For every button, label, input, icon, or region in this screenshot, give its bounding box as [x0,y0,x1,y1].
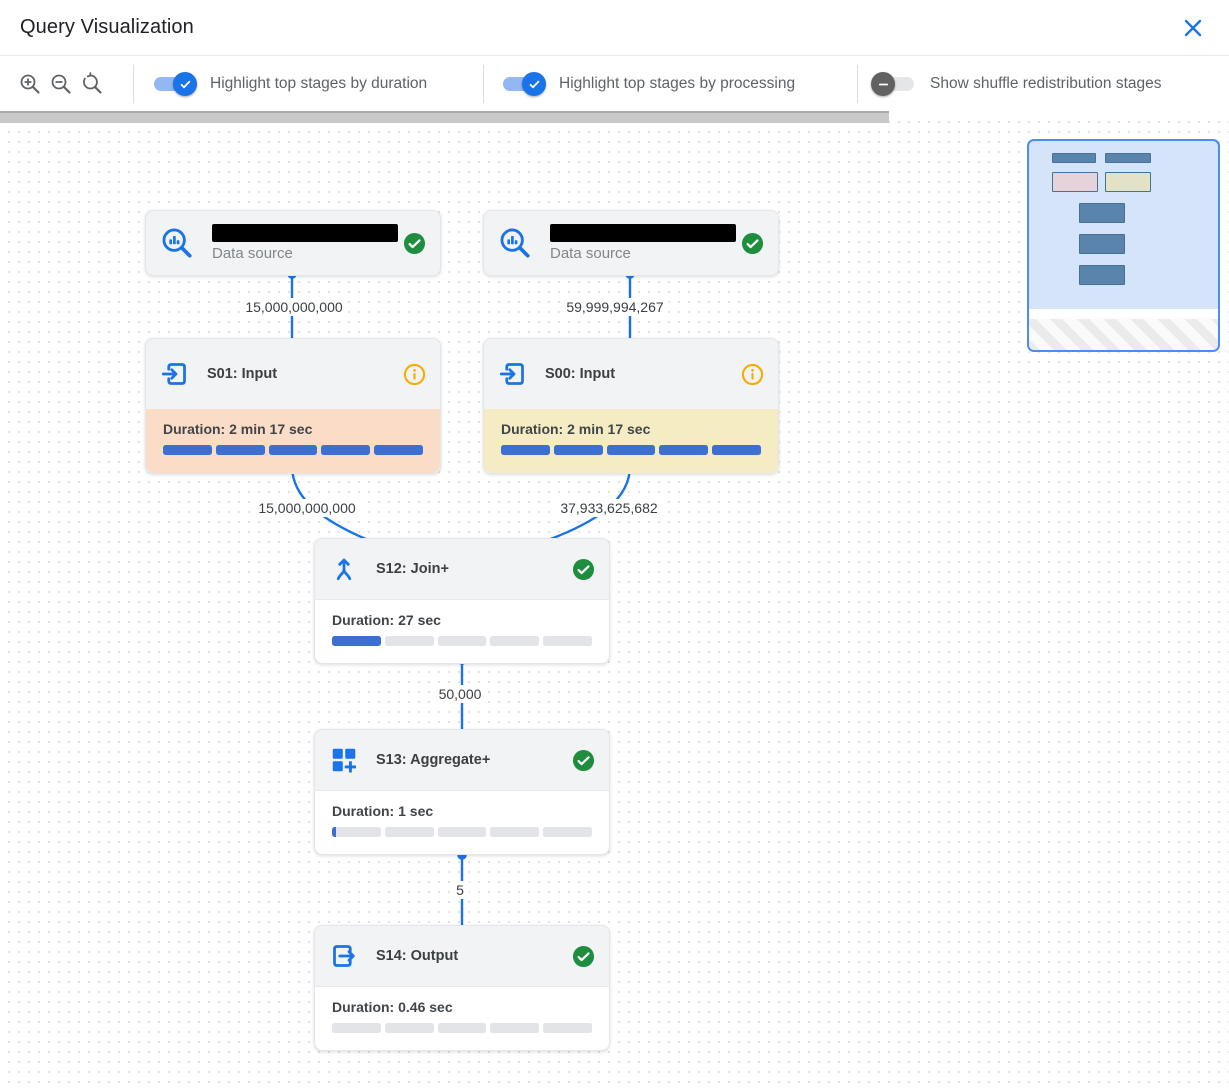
toggle-thumb [871,72,895,96]
minimap[interactable] [1027,139,1220,352]
output-icon [329,941,359,971]
minimap-node [1052,153,1096,163]
stage-duration-section: Duration: 1 sec [315,790,609,854]
datasource-node-1[interactable]: Data source [145,210,441,276]
stage-title: S13: Aggregate+ [376,752,491,768]
stage-duration-section: Duration: 0.46 sec [315,986,609,1050]
toggle-group-shuffle: Show shuffle redistribution stages [871,57,1162,111]
edge-row-count: 59,999,994,267 [561,298,669,316]
toolbar-divider [857,65,858,103]
check-icon [572,558,595,581]
toolbar-divider [483,65,484,103]
toggle-group-processing: Highlight top stages by processing [500,57,795,111]
stage-title: S14: Output [376,948,459,964]
minimap-node [1079,265,1125,285]
stage-node-s13[interactable]: S13: Aggregate+ Duration: 1 sec [314,729,610,855]
toggle-thumb [522,72,546,96]
info-icon[interactable] [741,363,764,386]
datasource-label: Data source [212,245,293,262]
edge-row-count: 15,000,000,000 [240,298,348,316]
minimap-node [1079,203,1125,223]
toggle-thumb [173,72,197,96]
toggle-label: Highlight top stages by duration [210,75,428,92]
check-icon [403,232,426,255]
stage-title: S12: Join+ [376,561,449,577]
stage-duration-section: Duration: 2 min 17 sec [484,409,778,473]
progress-bar [332,636,592,646]
stage-duration-section: Duration: 2 min 17 sec [146,409,440,473]
check-icon [572,749,595,772]
edge-row-count: 15,000,000,000 [253,499,361,517]
redacted-table-name [212,224,398,242]
duration-label: Duration: 27 sec [332,612,441,628]
toggle-highlight-duration[interactable] [151,71,197,97]
edge-row-count: 37,933,625,682 [555,499,663,517]
datasource-search-icon [160,226,194,260]
stage-node-s01[interactable]: S01: Input Duration: 2 min 17 sec [145,338,441,474]
horizontal-scrollbar[interactable] [0,111,889,123]
stage-duration-section: Duration: 27 sec [315,599,609,663]
toolbar-divider [133,65,134,103]
check-icon [741,232,764,255]
redacted-table-name [550,224,736,242]
minimap-node-highlight-duration [1052,172,1098,192]
toggle-highlight-processing[interactable] [500,71,546,97]
duration-label: Duration: 1 sec [332,803,434,819]
duration-label: Duration: 0.46 sec [332,999,453,1015]
progress-bar [163,445,423,455]
minimap-node-highlight-processing [1105,172,1151,192]
progress-bar [332,1023,592,1033]
input-icon [498,359,528,389]
duration-label: Duration: 2 min 17 sec [163,421,313,437]
minimap-node [1105,153,1151,163]
check-icon [572,945,595,968]
graph-canvas[interactable]: 15,000,000,000 59,999,994,267 15,000,000… [0,113,1229,1090]
stage-title: S01: Input [207,366,278,382]
page-title: Query Visualization [20,16,194,38]
zoom-reset-button[interactable] [80,72,104,96]
minimap-node [1079,234,1125,254]
panel-header: Query Visualization [0,0,1229,56]
input-icon [160,359,190,389]
stage-node-s00[interactable]: S00: Input Duration: 2 min 17 sec [483,338,779,474]
stage-node-s12[interactable]: S12: Join+ Duration: 27 sec [314,538,610,664]
datasource-label: Data source [550,245,631,262]
toggle-label: Highlight top stages by processing [559,75,796,92]
toggle-label: Show shuffle redistribution stages [930,75,1162,92]
minimap-gap [1029,309,1218,319]
close-icon[interactable] [1181,16,1205,40]
progress-bar [501,445,761,455]
progress-bar [332,827,592,837]
toolbar: Highlight top stages by duration Highlig… [0,57,1229,111]
datasource-node-2[interactable]: Data source [483,210,779,276]
datasource-search-icon [498,226,532,260]
minimap-outside-area [1029,319,1218,350]
info-icon[interactable] [403,363,426,386]
join-icon [329,554,359,584]
edge-row-count: 5 [451,881,469,899]
edge-row-count: 50,000 [433,685,487,703]
toggle-show-shuffle[interactable] [871,71,917,97]
toggle-group-duration: Highlight top stages by duration [151,57,427,111]
stage-title: S00: Input [545,366,616,382]
duration-label: Duration: 2 min 17 sec [501,421,651,437]
stage-node-s14[interactable]: S14: Output Duration: 0.46 sec [314,925,610,1051]
zoom-in-button[interactable] [18,72,42,96]
aggregate-icon [329,745,359,775]
zoom-out-button[interactable] [49,72,73,96]
